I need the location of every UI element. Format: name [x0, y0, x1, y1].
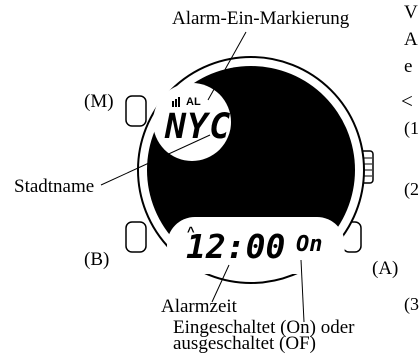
label-mode-button: (M)	[84, 91, 114, 112]
alarm-indicator-bar-1	[172, 101, 174, 107]
label-alarm-on-marker: Alarm-Ein-Markierung	[172, 8, 350, 29]
alarm-time-readout: 12:00	[186, 227, 286, 266]
time-display	[167, 217, 345, 274]
callout-alarm-marker	[207, 31, 247, 101]
callout-alarm-time	[211, 264, 230, 303]
label-on-off-line2: ausgeschaltet (OF)	[173, 333, 316, 354]
side-text-2: A	[404, 29, 418, 50]
alarm-on-caret: ^	[187, 224, 195, 239]
label-b-button: (B)	[84, 249, 110, 270]
side-text-6: (2	[404, 179, 419, 199]
alarm-indicator-bar-2	[175, 99, 177, 107]
side-text-3: e	[404, 56, 413, 77]
city-code: NYC	[165, 107, 232, 147]
side-text-1: V	[404, 2, 418, 23]
label-a-button: (A)	[372, 258, 399, 279]
label-city-name: Stadtname	[14, 176, 95, 197]
alarm-indicator-text: AL	[186, 96, 201, 108]
m-button-shape	[125, 95, 147, 127]
callout-city-name	[100, 134, 211, 186]
label-alarm-time: Alarmzeit	[161, 296, 237, 317]
label-on-off-line1: Eingeschaltet (On) oder	[173, 317, 355, 338]
b-button-shape	[125, 221, 147, 253]
alarm-indicator-bar-3	[178, 97, 180, 107]
on-off-state: On	[296, 232, 323, 257]
callout-on-off	[300, 259, 305, 323]
side-text-7: (3	[404, 294, 419, 314]
side-text-4: <	[401, 89, 413, 113]
side-text-5: (1	[404, 118, 419, 138]
